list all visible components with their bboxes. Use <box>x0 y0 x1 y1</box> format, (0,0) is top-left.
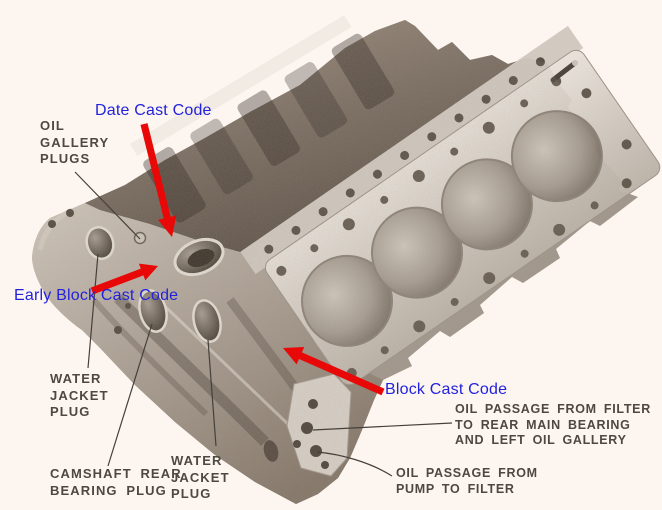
block-cast-code-arrow <box>283 347 385 396</box>
leader-oil-gallery-plugs <box>74 171 141 240</box>
leader-water-jacket-left <box>87 253 99 369</box>
date-cast-code-label: Date Cast Code <box>95 102 212 119</box>
oil-passage-pump-label: OIL PASSAGE FROM PUMP TO FILTER <box>396 466 538 496</box>
leader-oil-passage-filter <box>312 422 453 431</box>
water-jacket-plug-bottom-label: WATER JACKET PLUG <box>171 453 230 501</box>
oil-gallery-plugs-label: OIL GALLERY PLUGS <box>40 118 110 166</box>
cast-code-arrows <box>90 123 385 396</box>
oil-passage-filter-label: OIL PASSAGE FROM FILTER TO REAR MAIN BEA… <box>455 402 651 447</box>
dowel-stud <box>550 60 578 83</box>
camshaft-rear-bearing-plug-label: CAMSHAFT REAR BEARING PLUG <box>50 466 182 498</box>
block-cast-code-label: Block Cast Code <box>385 381 508 398</box>
leader-camshaft-plug <box>107 323 153 467</box>
early-block-cast-code-label: Early Block Cast Code <box>14 287 179 304</box>
date-cast-code-arrow <box>140 123 177 237</box>
leader-oil-passage-pump <box>316 451 393 477</box>
leader-lines <box>74 171 453 477</box>
early-block-cast-code-arrow <box>90 263 158 295</box>
leader-water-jacket-bottom <box>207 339 217 447</box>
water-jacket-plug-left-label: WATER JACKET PLUG <box>50 371 109 419</box>
